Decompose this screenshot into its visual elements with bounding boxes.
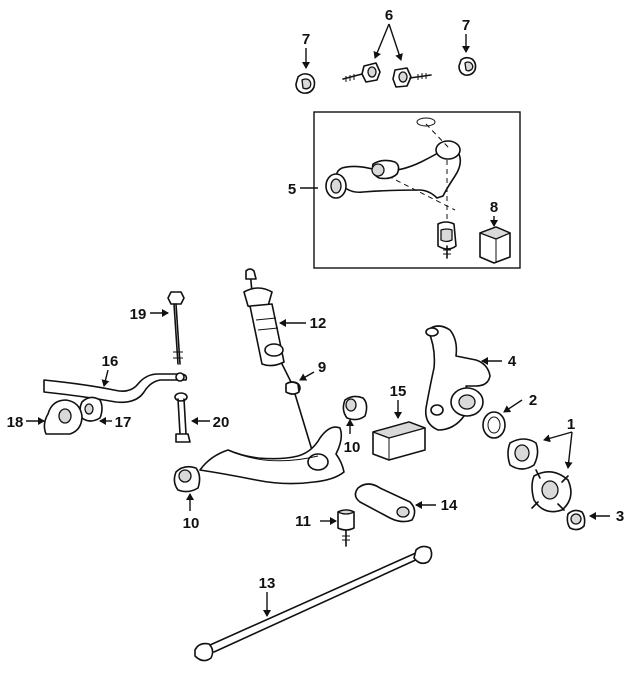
part-10-upper-bushing bbox=[342, 395, 368, 421]
callout-2: 2 bbox=[529, 392, 537, 409]
callout-18: 18 bbox=[7, 414, 24, 431]
part-12-shock-absorber bbox=[243, 268, 319, 471]
part-13-tension-strut bbox=[194, 545, 433, 662]
part-14-bracket bbox=[354, 483, 416, 523]
callout-15: 15 bbox=[390, 383, 407, 400]
part-4-steering-knuckle bbox=[424, 325, 491, 431]
callout-17: 17 bbox=[115, 414, 132, 431]
callout-8: 8 bbox=[490, 199, 498, 216]
part-8-bump-stop bbox=[479, 226, 511, 264]
part-20-link-spacer bbox=[174, 392, 191, 443]
callout-13: 13 bbox=[259, 575, 276, 592]
part-7-right-bushing bbox=[458, 56, 477, 76]
lower-control-arm bbox=[199, 426, 345, 485]
leader-lines bbox=[26, 23, 610, 617]
callout-20: 20 bbox=[213, 414, 230, 431]
callout-14: 14 bbox=[441, 497, 458, 514]
part-17-stabilizer-bushing bbox=[79, 396, 103, 422]
part-9-shock-bushing bbox=[285, 381, 300, 395]
callout-10-upper: 10 bbox=[344, 439, 361, 456]
part-6-cam-bolt-right bbox=[392, 67, 432, 88]
part-5-upper-control-arm bbox=[325, 117, 462, 225]
part-7-left-bushing bbox=[295, 73, 316, 94]
callout-12: 12 bbox=[310, 315, 327, 332]
callout-1: 1 bbox=[567, 416, 575, 433]
callout-6: 6 bbox=[385, 7, 393, 24]
callout-4: 4 bbox=[508, 353, 517, 370]
callout-3: 3 bbox=[616, 508, 624, 525]
part-11-lower-ball-joint bbox=[337, 509, 355, 547]
callout-5: 5 bbox=[288, 181, 296, 198]
part-15-module bbox=[372, 421, 426, 461]
part-18-stabilizer-bracket bbox=[43, 399, 83, 435]
callout-16: 16 bbox=[102, 353, 119, 370]
part-1-hub-bearing bbox=[507, 438, 572, 513]
callout-labels: 1 2 3 4 5 6 7 7 8 9 10 10 11 12 13 14 15… bbox=[7, 7, 625, 592]
callout-7-left: 7 bbox=[302, 31, 310, 48]
callout-9: 9 bbox=[318, 359, 326, 376]
callout-19: 19 bbox=[130, 306, 147, 323]
part-2-seal bbox=[482, 411, 506, 439]
part-19-link-bolt bbox=[167, 291, 185, 365]
part-5-ball-joint bbox=[437, 221, 457, 259]
part-6-cam-bolt-left bbox=[342, 62, 381, 83]
part-3-hub-cap bbox=[566, 509, 586, 531]
upper-arm-inset-box bbox=[313, 111, 521, 269]
callout-11: 11 bbox=[295, 513, 311, 530]
callout-10-lower: 10 bbox=[183, 515, 200, 532]
part-16-stabilizer-bar bbox=[43, 372, 188, 404]
part-5-bushing bbox=[371, 159, 400, 180]
part-10-lower-bushing bbox=[173, 465, 201, 493]
callout-7-right: 7 bbox=[462, 17, 470, 34]
